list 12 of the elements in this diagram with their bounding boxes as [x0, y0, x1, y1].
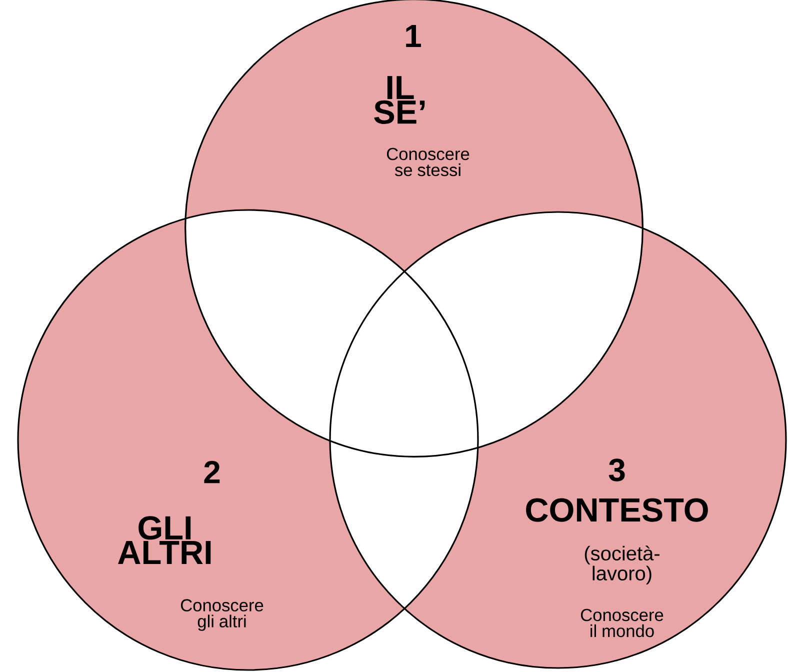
- circle-description: Conoscere se stessi: [386, 148, 470, 176]
- circle-number: 2: [204, 460, 220, 484]
- circle-description: Conoscere il mondo: [580, 608, 664, 638]
- circle-number: 1: [406, 25, 421, 48]
- circle-number: 3: [608, 458, 625, 482]
- circle-title: IL SE’: [374, 76, 425, 124]
- venn-circle: [17, 209, 479, 671]
- circle-subtitle: (società- lavoro): [584, 546, 660, 584]
- circle-description: Conoscere gli altri: [180, 599, 264, 631]
- venn-circle: [329, 211, 787, 669]
- circle-title: GLI ALTRI: [118, 516, 211, 564]
- circle-title: CONTESTO: [526, 498, 708, 522]
